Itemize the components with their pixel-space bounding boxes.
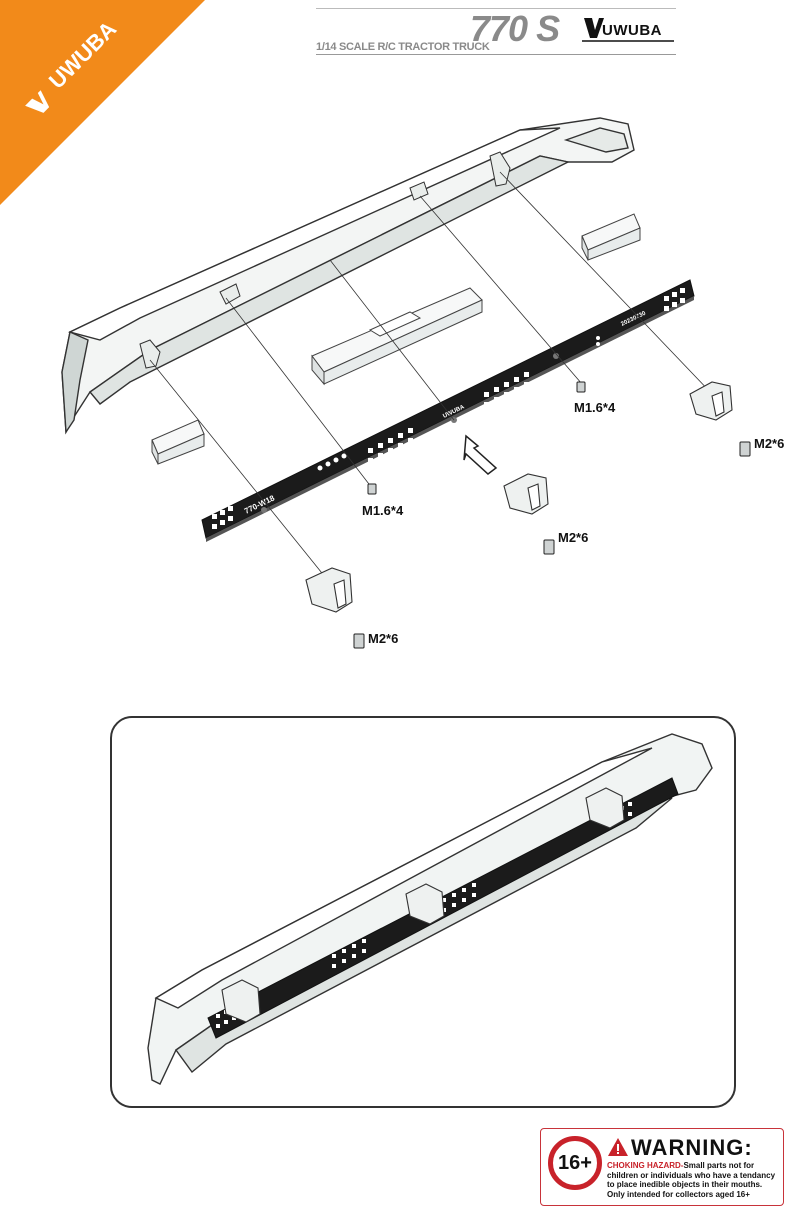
assembly-guide-lines bbox=[149, 171, 715, 589]
brand-logo-text: UWUBA bbox=[602, 22, 662, 39]
bumper-bar bbox=[61, 117, 635, 435]
screw-label-m2-mid: M2*6 bbox=[558, 530, 589, 545]
bracket-left bbox=[305, 567, 353, 613]
pointer-arrow-icon bbox=[463, 434, 498, 475]
brand-corner-banner: UWUBA bbox=[0, 0, 205, 205]
screw-m16-right bbox=[576, 381, 586, 393]
header-rule-top bbox=[316, 8, 676, 9]
assembled-view-panel bbox=[110, 716, 736, 1108]
screw-m2-left bbox=[353, 633, 365, 649]
screw-label-m16-mid: M1.6*4 bbox=[362, 503, 404, 518]
lens-small-left bbox=[151, 419, 205, 465]
screw-label-m16-right: M1.6*4 bbox=[574, 400, 616, 415]
model-number: 770 S bbox=[470, 8, 560, 49]
lens-small-right bbox=[581, 213, 641, 261]
exploded-assembly-diagram: 770-W18 20230730 UWUBA bbox=[61, 117, 751, 649]
warning-title: WARNING: bbox=[631, 1135, 753, 1160]
choking-hazard-warning: 16+ WARNING: CHOKING HAZARD-Small parts … bbox=[540, 1128, 784, 1206]
screw-label-m2-left: M2*6 bbox=[368, 631, 399, 646]
assembled-bumper-illustration bbox=[147, 733, 713, 1085]
brand-logo-icon bbox=[582, 18, 674, 42]
warning-body-text: Small parts not for children or individu… bbox=[607, 1161, 776, 1199]
screw-label-m2-right: M2*6 bbox=[754, 436, 785, 451]
bracket-middle bbox=[503, 473, 549, 515]
led-circuit-board: 770-W18 20230730 UWUBA bbox=[201, 279, 695, 542]
screw-m16-mid bbox=[367, 483, 377, 495]
hazard-label: CHOKING HAZARD- bbox=[607, 1161, 684, 1170]
warning-triangle-icon bbox=[608, 1138, 628, 1156]
age-rating-badge: 16+ bbox=[548, 1136, 602, 1190]
product-subtitle: 1/14 SCALE R/C TRACTOR TRUCK bbox=[316, 41, 490, 53]
screw-m2-right bbox=[739, 441, 751, 457]
screw-m2-mid bbox=[543, 539, 555, 555]
header-rule-bottom bbox=[316, 54, 676, 55]
bracket-right bbox=[689, 381, 733, 421]
warning-body: CHOKING HAZARD-Small parts not for child… bbox=[607, 1161, 781, 1199]
lens-long bbox=[311, 287, 483, 386]
